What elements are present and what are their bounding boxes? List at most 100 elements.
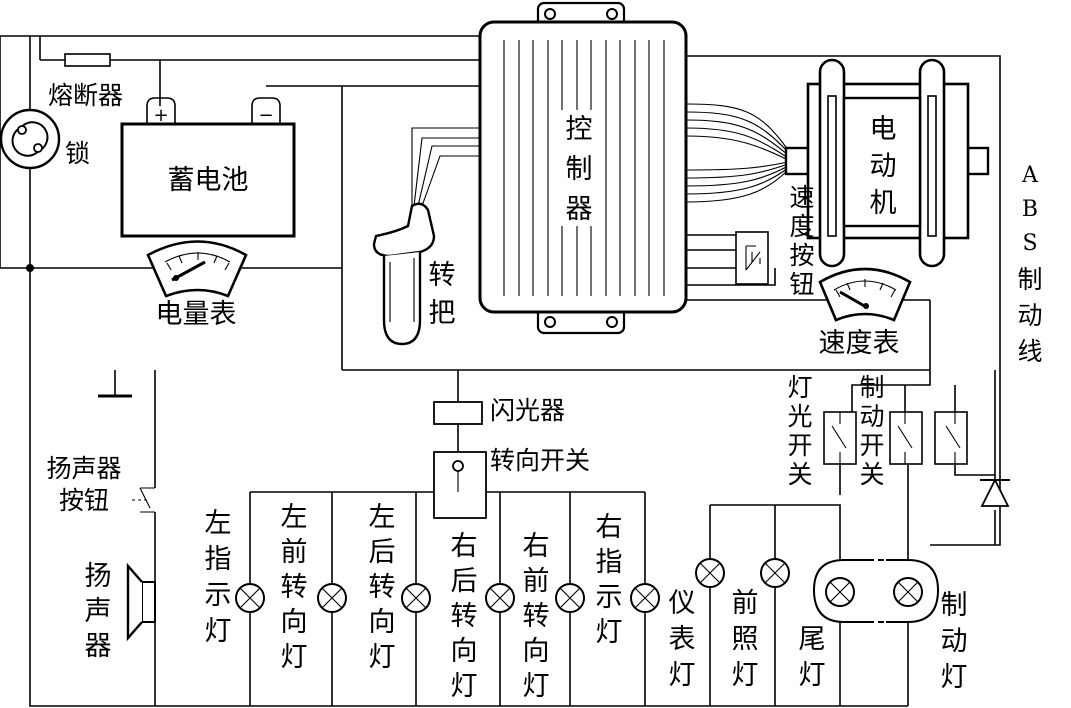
battery xyxy=(120,97,296,238)
lamps xyxy=(235,558,940,624)
battery-meter-label: 电量表 xyxy=(156,299,237,330)
instrument-light-label-1: 仪 xyxy=(669,588,696,619)
motor-label-3: 机 xyxy=(870,188,897,219)
right-rear-turn-label-2: 后 xyxy=(451,566,478,597)
abs-label-5: 动 xyxy=(1017,301,1042,330)
headlight-label-3: 灯 xyxy=(732,660,759,691)
abs-label-2: B xyxy=(1022,197,1038,222)
right-front-turn-label-2: 前 xyxy=(523,566,550,597)
brake-switch-2 xyxy=(934,411,968,465)
handle-label-2: 把 xyxy=(429,298,456,329)
brake-switch-label-4: 关 xyxy=(859,460,884,489)
speed-button-label-2: 度 xyxy=(789,212,814,241)
diode-icon xyxy=(980,477,1010,507)
throttle-handle-icon xyxy=(372,202,436,346)
headlight-label-2: 照 xyxy=(732,624,759,655)
motor-label-1: 电 xyxy=(870,114,897,145)
battery-plus: + xyxy=(153,105,168,126)
light-switch xyxy=(823,411,857,465)
lamp-left-front-turn-icon xyxy=(317,583,347,613)
speed-button-label-1: 速 xyxy=(789,183,814,212)
light-switch-label-4: 关 xyxy=(787,460,812,489)
light-switch-label-2: 光 xyxy=(787,402,812,431)
right-rear-turn-label-4: 向 xyxy=(451,636,478,667)
lamp-right-rear-turn-icon xyxy=(485,583,515,613)
left-indicator-label-3: 示 xyxy=(205,580,232,611)
tail-light-label-2: 灯 xyxy=(799,660,826,691)
horn-button-switch xyxy=(132,487,155,513)
controller-label-2: 制 xyxy=(566,154,593,185)
left-front-turn-label-1: 左 xyxy=(281,502,308,533)
right-rear-turn-label-1: 右 xyxy=(451,531,478,562)
horn-label-2: 声 xyxy=(85,596,112,627)
speed-button-label-4: 钮 xyxy=(789,270,814,299)
right-front-turn-label-3: 转 xyxy=(523,601,550,632)
headlight-label-1: 前 xyxy=(732,588,759,619)
fuse xyxy=(64,53,111,67)
lamp-right-front-turn-icon xyxy=(555,583,585,613)
lamp-headlight-icon xyxy=(760,558,790,588)
horn-button-label-2: 按钮 xyxy=(59,486,109,515)
right-rear-turn-label-5: 灯 xyxy=(451,671,478,702)
right-indicator-label-3: 示 xyxy=(596,582,623,613)
abs-label-1: A xyxy=(1021,163,1039,188)
instrument-light-label-3: 灯 xyxy=(669,660,696,691)
horn-label-1: 扬 xyxy=(85,561,112,592)
light-switch-label-3: 开 xyxy=(787,431,812,460)
speedometer-gauge-icon xyxy=(818,267,912,322)
brake-switch-label-3: 开 xyxy=(859,431,884,460)
left-rear-turn-label-4: 向 xyxy=(369,607,396,638)
controller xyxy=(478,1,688,335)
right-indicator-label-1: 右 xyxy=(596,512,623,543)
lamp-instrument-icon xyxy=(695,558,725,588)
right-indicator-label-4: 灯 xyxy=(596,617,623,648)
left-indicator-label-1: 左 xyxy=(205,508,232,539)
controller-label-3: 器 xyxy=(566,194,593,225)
right-front-turn-label-1: 右 xyxy=(523,531,550,562)
flasher xyxy=(433,401,483,425)
lamp-right-indicator-icon xyxy=(630,583,660,613)
lamp-brake-icon xyxy=(893,577,923,607)
right-front-turn-label-4: 向 xyxy=(523,636,550,667)
turn-switch-label: 转向开关 xyxy=(490,446,590,475)
left-front-turn-label-5: 灯 xyxy=(281,642,308,673)
lamp-tail-icon xyxy=(825,577,855,607)
left-rear-turn-label-2: 后 xyxy=(369,537,396,568)
left-rear-turn-label-3: 转 xyxy=(369,572,396,603)
horn-button-label-1: 扬声器 xyxy=(46,454,121,483)
speed-button-switch xyxy=(735,231,769,285)
motor-label-2: 动 xyxy=(870,151,897,182)
right-front-turn-label-5: 灯 xyxy=(523,671,550,702)
instrument-light-label-2: 表 xyxy=(669,624,696,655)
left-indicator-label-4: 灯 xyxy=(205,616,232,647)
brake-switch-label-2: 动 xyxy=(859,402,884,431)
flasher-label: 闪光器 xyxy=(490,396,565,425)
brake-light-label-3: 灯 xyxy=(941,662,968,693)
brake-switch-1 xyxy=(889,411,923,465)
left-front-turn-label-2: 前 xyxy=(281,537,308,568)
horn-label-3: 器 xyxy=(85,631,112,662)
lock-icon xyxy=(0,108,61,170)
lamp-left-indicator-icon xyxy=(235,583,265,613)
controller-label-1: 控 xyxy=(566,114,593,145)
abs-label-6: 线 xyxy=(1017,337,1042,366)
battery-minus: − xyxy=(258,105,273,126)
abs-label-3: S xyxy=(1022,231,1037,256)
brake-light-label-2: 动 xyxy=(941,626,968,657)
left-rear-turn-label-1: 左 xyxy=(369,502,396,533)
motor-icon xyxy=(784,58,990,268)
light-switch-label-1: 灯 xyxy=(787,373,812,402)
battery-meter-gauge-icon xyxy=(146,240,248,298)
battery-label: 蓄电池 xyxy=(168,165,249,196)
tail-light-label-1: 尾 xyxy=(799,624,826,655)
turn-switch xyxy=(433,451,487,519)
abs-label-4: 制 xyxy=(1017,265,1042,294)
speedometer-label: 速度表 xyxy=(819,328,900,359)
left-front-turn-label-4: 向 xyxy=(281,607,308,638)
brake-light-label-1: 制 xyxy=(941,590,968,621)
handle-label-1: 转 xyxy=(429,260,456,291)
lamp-left-rear-turn-icon xyxy=(401,583,431,613)
right-indicator-label-2: 指 xyxy=(596,547,623,578)
horn-speaker-icon xyxy=(126,562,156,642)
